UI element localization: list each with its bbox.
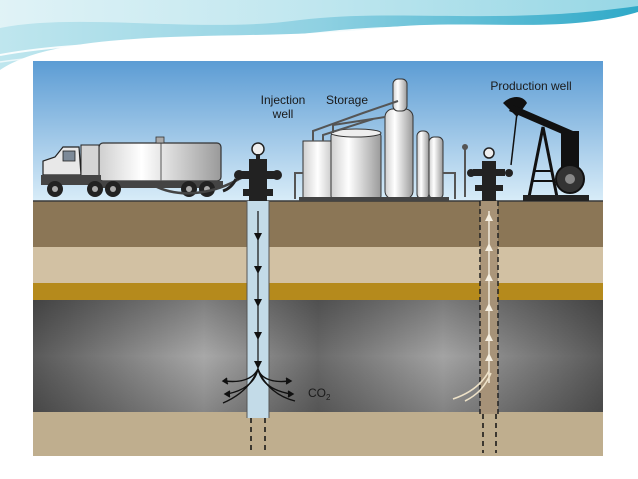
production-well-label: Production well	[490, 79, 572, 93]
storage-tanks-icon	[294, 78, 456, 201]
co2-label-subscript: 2	[326, 393, 331, 402]
co2-label: CO2	[308, 386, 330, 405]
sand-layer	[33, 247, 603, 283]
slide-header-wave	[0, 0, 638, 70]
tanker-truck-icon	[41, 136, 240, 197]
production-well-pipe	[452, 201, 499, 453]
co2-spread-arrows	[221, 368, 296, 404]
storage-label: Storage	[325, 93, 369, 107]
co2-injection-diagram: Injection well Storage Production well C…	[33, 61, 603, 456]
pumpjack-icon	[503, 97, 589, 201]
diagram-graphic	[33, 61, 603, 456]
co2-label-main: CO	[308, 386, 326, 400]
injection-well-label-line1: Injection	[260, 93, 306, 107]
injection-wellhead-icon	[222, 142, 282, 201]
production-wellhead-icon	[462, 144, 513, 201]
injection-well-label: Injection well	[253, 93, 313, 121]
injection-well-label-line2: well	[272, 107, 294, 121]
topsoil-layer	[33, 201, 603, 247]
caprock-layer	[33, 283, 603, 300]
injection-well-pipe	[246, 201, 270, 453]
bottom-layer	[33, 412, 603, 456]
